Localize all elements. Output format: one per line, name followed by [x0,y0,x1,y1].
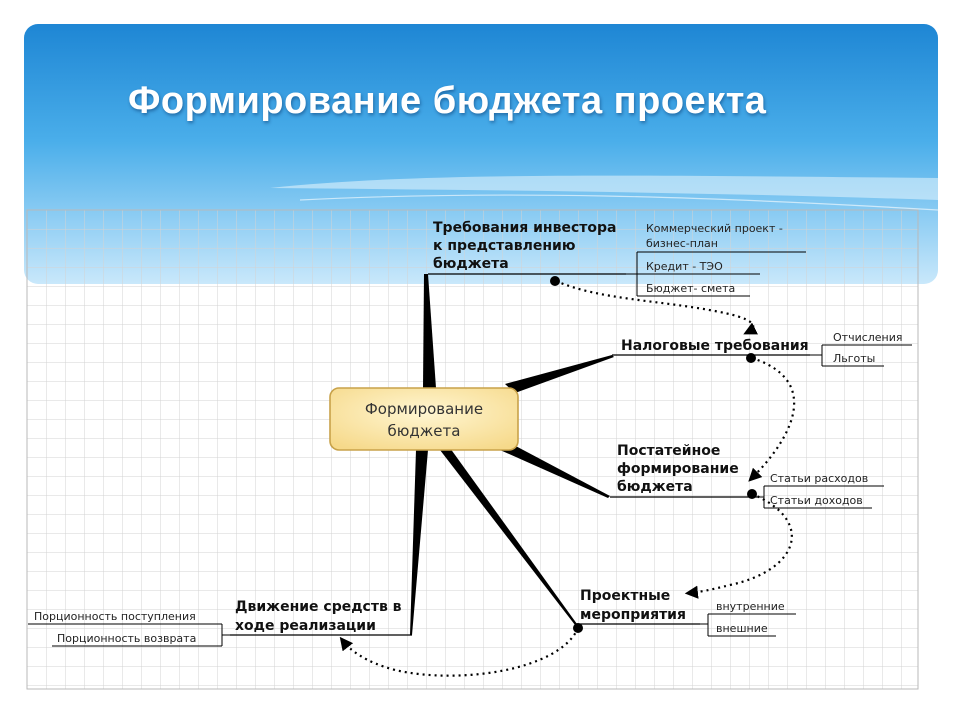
header-wave [299,194,939,211]
branch-cashflow[interactable]: Движение средств в ходе реализации [235,599,402,634]
subitem-label: Льготы [833,352,875,365]
branch-label: Проектные [580,588,670,604]
slide-title: Формирование бюджета проекта [128,80,767,122]
node-dot [573,623,583,633]
branch-line [505,355,614,393]
branch-label: мероприятия [580,607,686,623]
branch-itemized[interactable]: Постатейное формирование бюджета [617,443,739,495]
branch-events[interactable]: Проектные мероприятия [580,588,686,623]
flow-arrow [339,627,580,677]
branch-label: Постатейное [617,443,720,459]
branch-label: ходе реализации [235,618,376,634]
branch-label: формирование [617,461,739,477]
flow-arrow [748,356,796,482]
node-dot [746,353,756,363]
subitem-label: Статьи доходов [770,494,863,507]
branch-line [500,443,610,498]
branch-label: к представлению [433,238,575,254]
subitem-label: Бюджет- смета [646,282,735,295]
branch-tax[interactable]: Налоговые требования [621,338,809,354]
subitem-label: Коммерческий проект - [646,222,783,235]
subitem-label: бизнес-план [646,237,718,250]
branch-label: Движение средств в [235,599,402,615]
subitem-label: Порционность возврата [57,632,196,645]
branch-line [440,448,577,625]
subitem-label: Порционность поступления [34,610,196,623]
branch-label: Требования инвестора [433,220,616,236]
subitem-label: Статьи расходов [770,472,868,485]
center-node-label: бюджета [388,422,461,440]
center-node[interactable] [329,387,519,451]
branch-line [410,450,428,635]
center-node-label: Формирование [365,400,483,418]
subitem-label: внутренние [716,600,785,613]
node-dot [747,489,757,499]
subitem-label: Отчисления [833,331,903,344]
branch-label: Налоговые требования [621,338,809,354]
subitem-label: Кредит - ТЭО [646,260,723,273]
branch-investor[interactable]: Требования инвестора к представлению бюд… [433,220,616,272]
subitem-label: внешние [716,622,768,635]
branch-line [423,274,436,388]
branch-label: бюджета [617,479,693,495]
node-dot [550,276,560,286]
header-wave [270,175,938,200]
branch-label: бюджета [433,256,509,272]
